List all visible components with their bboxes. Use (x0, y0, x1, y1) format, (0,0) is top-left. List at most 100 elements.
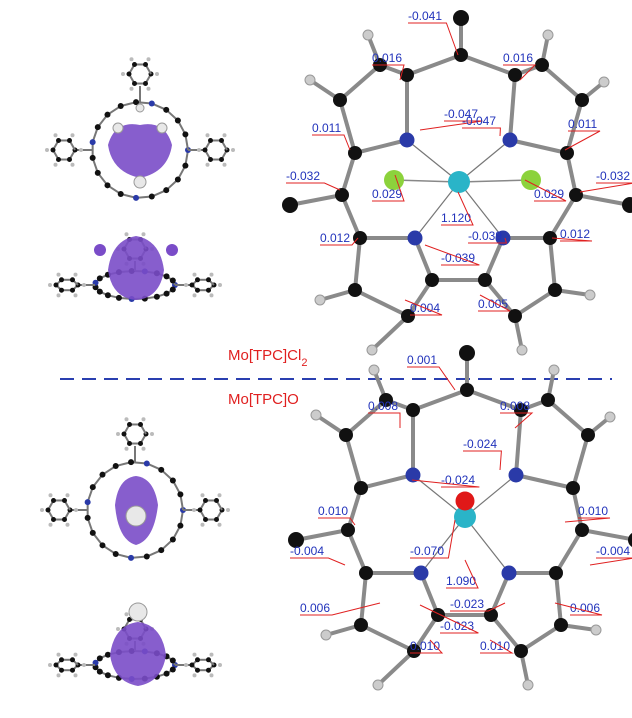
label-leader (462, 127, 501, 137)
label-leader (368, 412, 401, 428)
phenyl-atom (143, 81, 148, 87)
hydrogen-atom (362, 29, 374, 41)
phenyl-atom (214, 517, 219, 523)
ring-atom (104, 292, 111, 299)
phenyl-atom (203, 497, 208, 503)
hydrogen-atom (217, 522, 222, 527)
bond (346, 486, 363, 532)
carbon-atom (359, 566, 373, 580)
label-leader (480, 639, 514, 654)
spin-label: 0.010 (578, 504, 608, 518)
bond (353, 138, 409, 155)
spin-label: -0.032 (596, 169, 630, 183)
ring-atom (84, 514, 91, 521)
bottom-left-iso-view-2 (48, 602, 222, 686)
ring-atom (112, 550, 119, 557)
phenyl-atom (208, 137, 213, 143)
phenyl-atom (206, 287, 211, 293)
hydrogen-atom (222, 162, 227, 167)
ring-atom (163, 187, 170, 194)
bond (419, 571, 440, 617)
carbon-atom (348, 283, 362, 297)
carbon-atom (560, 146, 574, 160)
phenyl-atom (121, 431, 127, 437)
carbon-atom (622, 197, 632, 213)
hydrogen-atom (73, 652, 78, 657)
spin-label: -0.024 (463, 437, 497, 451)
label-leader (441, 191, 474, 226)
spin-label: 0.011 (568, 117, 597, 131)
hydrogen-atom (73, 673, 78, 678)
carbon-atom (333, 93, 347, 107)
phenyl-atom (195, 287, 200, 293)
bond (580, 528, 632, 542)
ring-atom (115, 294, 122, 301)
ring-atom (148, 193, 155, 200)
carbon-atom (514, 644, 528, 658)
hydrogen-atom (209, 652, 214, 657)
hydrogen-atom (598, 76, 610, 88)
phenyl-atom (62, 517, 67, 523)
bond (406, 278, 434, 318)
ring-atom (182, 131, 189, 138)
hydrogen-atom (56, 272, 61, 277)
ring-atom (148, 100, 155, 107)
bond (514, 408, 523, 477)
nitrogen-atom (501, 565, 517, 581)
hydrogen-atom (200, 522, 205, 527)
phenyl-atom (195, 277, 200, 283)
hydrogen-atom (222, 133, 227, 138)
bond (353, 236, 362, 292)
carbon-atom (354, 618, 368, 632)
ring-atom (89, 484, 96, 491)
ring-atom (163, 670, 170, 677)
hydrogen-atom (48, 522, 53, 527)
ring-atom (174, 117, 181, 124)
ring-atom (96, 668, 103, 675)
carbon-atom (339, 428, 353, 442)
label-leader (290, 557, 346, 566)
hydrogen-atom (82, 283, 86, 287)
phenyl-atom (189, 662, 195, 668)
bond (338, 98, 357, 155)
ring-atom (99, 542, 106, 549)
ring-atom (112, 463, 119, 470)
hydrogen-atom (82, 663, 86, 667)
hydrogen-atom (366, 344, 378, 356)
ring-atom (182, 162, 189, 169)
bond (340, 193, 362, 240)
label-leader (564, 130, 601, 151)
spin-label: -0.032 (286, 169, 320, 183)
bond (574, 193, 632, 207)
spin-label: 0.005 (478, 297, 508, 311)
phenyl-atom (56, 157, 61, 163)
phenyl-atom (51, 497, 56, 503)
phenyl-atom (53, 662, 59, 668)
hydrogen-atom (205, 162, 210, 167)
bond (376, 649, 416, 687)
bond (340, 151, 357, 197)
bond (483, 278, 517, 318)
ring-atom (169, 657, 176, 664)
spin-label: 0.012 (560, 227, 590, 241)
spin-label: -0.039 (468, 229, 502, 243)
carbon-atom (406, 403, 420, 417)
hydrogen-atom (56, 673, 61, 678)
carbon-atom (288, 532, 304, 548)
bond (565, 151, 578, 197)
phenyl-atom (67, 157, 72, 163)
spin-label: 0.008 (500, 399, 530, 413)
phenyl-atom (206, 667, 211, 673)
bond (459, 53, 517, 77)
carbon-atom (341, 523, 355, 537)
carbon-atom (569, 188, 583, 202)
bond (565, 98, 584, 155)
carbon-atom (459, 345, 475, 361)
hydrogen-atom (320, 629, 332, 641)
ring-atom (169, 477, 176, 484)
ring-atom (177, 522, 184, 529)
hydrogen-atom (604, 411, 616, 423)
hydrogen-atom (124, 446, 129, 451)
mo-n-bond (458, 139, 511, 183)
